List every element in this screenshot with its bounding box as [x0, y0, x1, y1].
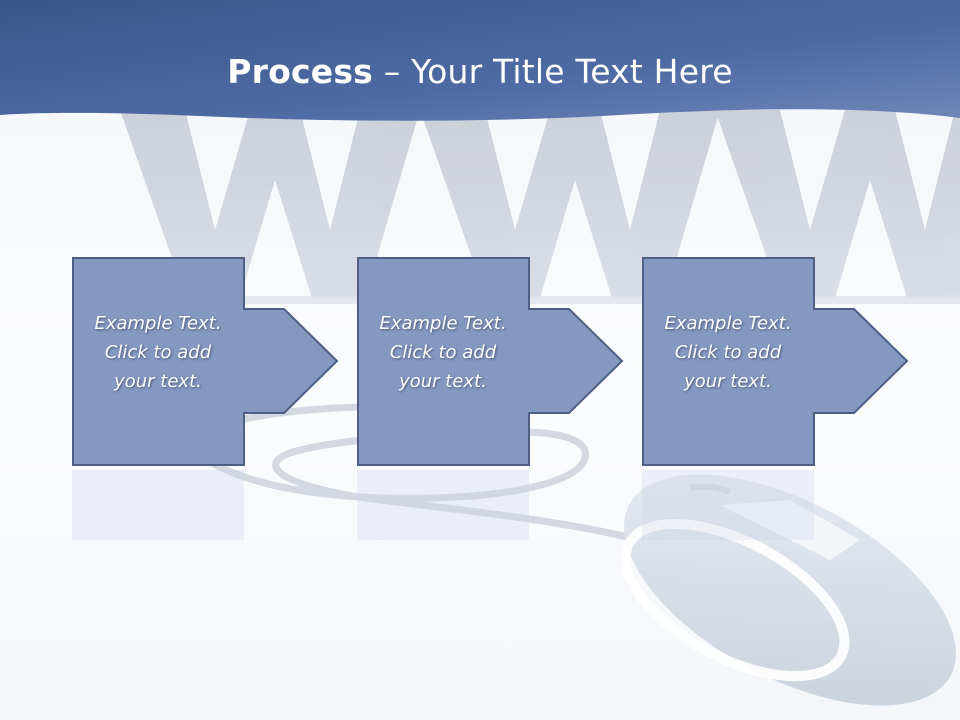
step-text-line2: Click to add — [674, 342, 782, 363]
step-text-line1: Example Text. — [94, 313, 222, 334]
step-text-line3: your text. — [399, 371, 487, 392]
process-step-2[interactable]: Example Text. Click to add your text. — [357, 257, 639, 467]
step-text[interactable]: Example Text. Click to add your text. — [72, 309, 244, 396]
slide-title[interactable]: Process – Your Title Text Here — [0, 52, 960, 91]
step-arrow-shape — [642, 257, 909, 466]
step-text-line1: Example Text. — [379, 313, 507, 334]
step-text-line3: your text. — [114, 371, 202, 392]
title-bold: Process — [227, 52, 374, 91]
process-step-3[interactable]: Example Text. Click to add your text. — [642, 257, 924, 467]
letter-shadows — [180, 296, 960, 304]
step-text-line1: Example Text. — [664, 313, 792, 334]
step-arrow-shape — [357, 257, 624, 466]
step-text-line2: Click to add — [104, 342, 212, 363]
step-text-line3: your text. — [684, 371, 772, 392]
title-rest: – Your Title Text Here — [373, 52, 733, 91]
step-text[interactable]: Example Text. Click to add your text. — [357, 309, 529, 396]
step-text[interactable]: Example Text. Click to add your text. — [642, 309, 814, 396]
www-letters-graphic — [120, 110, 960, 298]
step-text-line2: Click to add — [389, 342, 497, 363]
process-step-1[interactable]: Example Text. Click to add your text. — [72, 257, 354, 467]
mouse-graphic — [620, 474, 956, 706]
header-band — [0, 0, 960, 121]
step-arrow-shape — [72, 257, 339, 466]
step-reflections — [72, 470, 814, 540]
